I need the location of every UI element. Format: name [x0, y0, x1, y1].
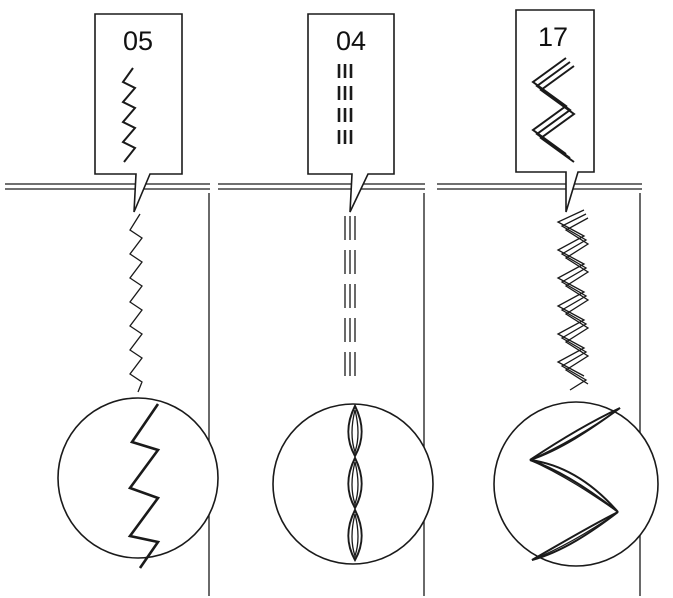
- zigzag-icon: [121, 67, 137, 163]
- fabric-top-edge: [218, 183, 425, 190]
- fabric-top-edge: [437, 183, 642, 190]
- zigzag-magnified-stitch: [127, 403, 161, 569]
- fabric-top-edge: [5, 183, 210, 190]
- pattern-code-label: 17: [538, 22, 568, 52]
- panel-straight: 04: [218, 13, 434, 596]
- pattern-code-label: 04: [336, 26, 366, 56]
- magnified-view: [493, 401, 659, 567]
- panel-triple-zigzag: 17: [437, 9, 659, 596]
- panel-zigzag: 05: [5, 13, 219, 596]
- straight-stitch-seam: [344, 216, 356, 376]
- triple-zigzag-stitch-seam: [556, 209, 590, 391]
- magnified-view: [57, 397, 219, 569]
- triple-zigzag-icon: [531, 57, 576, 163]
- magnified-view: [272, 403, 434, 565]
- triple-zigzag-magnified-stitch: [529, 407, 621, 561]
- pattern-callout: [515, 9, 595, 213]
- zigzag-stitch-seam: [129, 213, 143, 393]
- pattern-callout: [94, 13, 183, 213]
- triple-straight-icon: [337, 64, 353, 144]
- straight-magnified-stitch: [347, 403, 363, 563]
- pattern-code-label: 05: [123, 26, 153, 56]
